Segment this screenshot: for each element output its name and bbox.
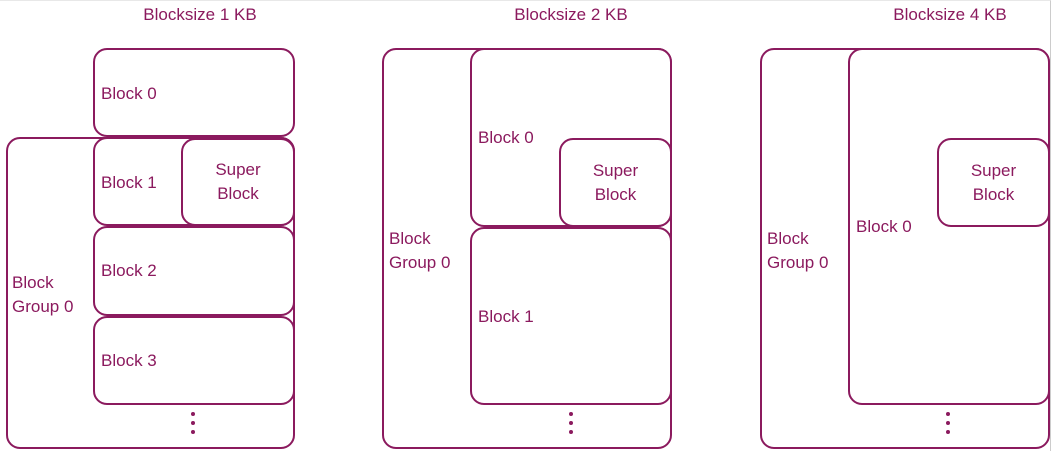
block-0-label-4kb: Block 0	[856, 217, 912, 236]
super-block-label-2kb: Super Block	[559, 159, 672, 207]
super-block-label-line2: Block	[972, 185, 1015, 204]
continuation-dots-1kb	[191, 412, 197, 439]
block-group-label-line1: Block	[389, 229, 431, 248]
super-block-label-line2: Block	[217, 184, 259, 203]
block-2-label-1kb: Block 2	[101, 261, 157, 280]
block-3-1kb	[93, 316, 295, 405]
block-0-1kb	[93, 48, 295, 137]
column-title-2kb: Blocksize 2 KB	[514, 5, 628, 24]
block-group-label-4kb: Block Group 0	[767, 227, 828, 275]
super-block-2kb	[559, 138, 672, 227]
block-group-label-line2: Group 0	[12, 297, 74, 316]
block-0-label-1kb: Block 0	[101, 84, 157, 103]
super-block-label-line1: Super	[970, 161, 1017, 180]
column-title-4kb: Blocksize 4 KB	[893, 5, 1007, 24]
super-block-label-line2: Block	[594, 185, 637, 204]
continuation-dots-4kb	[946, 412, 952, 439]
block-3-label-1kb: Block 3	[101, 351, 157, 370]
column-title-1kb: Blocksize 1 KB	[143, 5, 257, 24]
block-group-label-line2: Group 0	[767, 253, 829, 272]
super-block-1kb	[181, 138, 295, 226]
block-1-2kb	[470, 227, 672, 405]
super-block-4kb	[937, 138, 1050, 227]
block-group-label-2kb: Block Group 0	[389, 227, 450, 275]
block-1-label-1kb: Block 1	[101, 173, 157, 192]
super-block-label-line1: Super	[215, 160, 261, 179]
block-2-1kb	[93, 226, 295, 316]
block-group-label-line1: Block	[767, 229, 809, 248]
block-group-label-1kb: Block Group 0	[12, 271, 73, 319]
block-1-label-2kb: Block 1	[478, 307, 534, 326]
super-block-label-1kb: Super Block	[181, 158, 295, 206]
continuation-dots-2kb	[569, 412, 575, 439]
super-block-label-line1: Super	[592, 161, 639, 180]
super-block-label-4kb: Super Block	[937, 159, 1050, 207]
block-group-label-line2: Group 0	[389, 253, 451, 272]
block-group-label-line1: Block	[12, 273, 54, 292]
block-0-label-2kb: Block 0	[478, 128, 534, 147]
